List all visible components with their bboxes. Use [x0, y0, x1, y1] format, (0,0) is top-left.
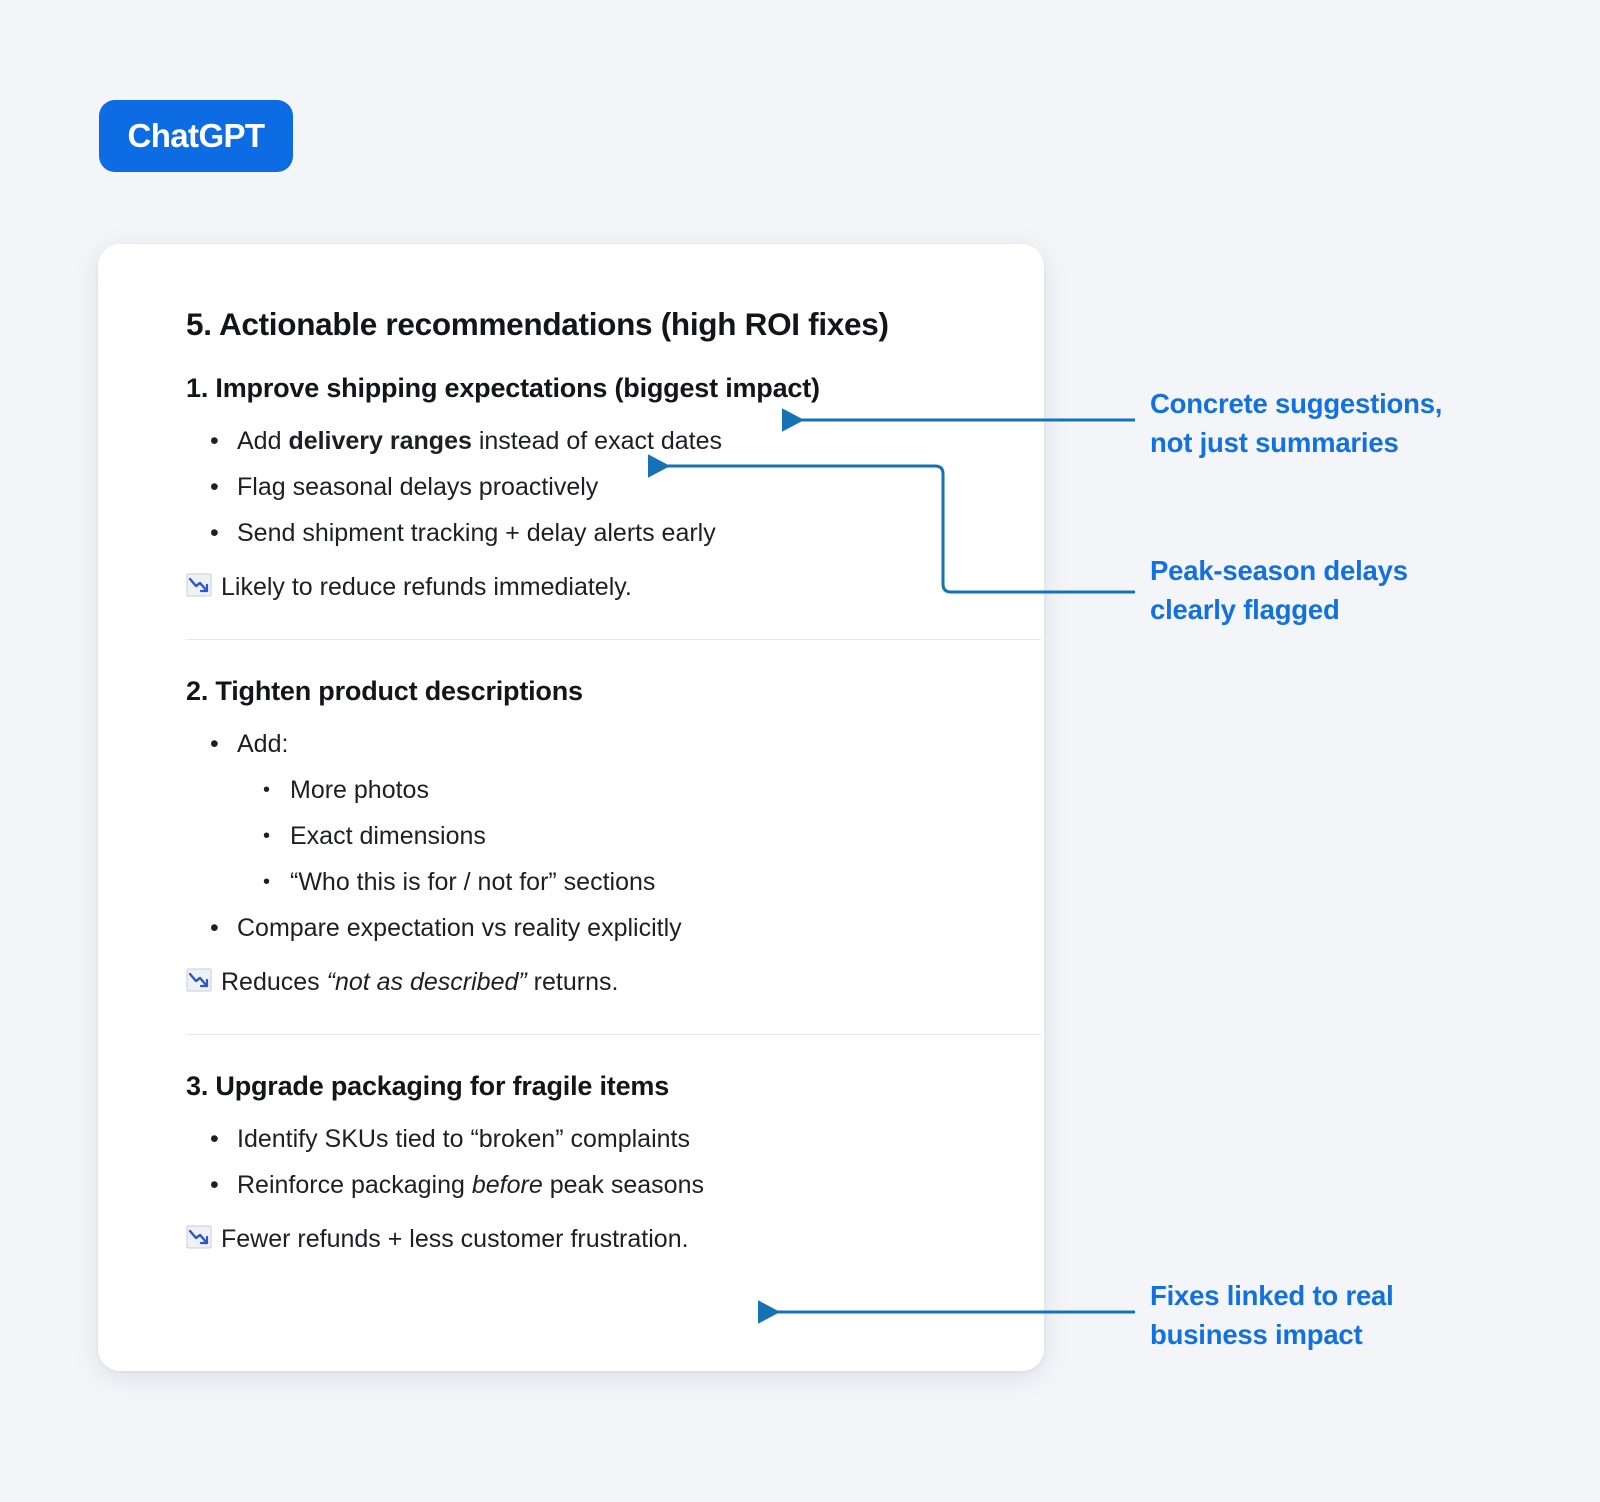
page-title: 5. Actionable recommendations (high ROI …	[186, 306, 889, 342]
section-3: 3. Upgrade packaging for fragile items •…	[186, 1071, 1044, 1255]
list-item: • Flag seasonal delays proactively	[186, 464, 1044, 510]
list-item-text: Identify SKUs tied to “broken” complaint…	[237, 1125, 690, 1153]
bullet-dot-icon: •	[263, 825, 271, 847]
annotation-business-impact: Fixes linked to real business impact	[1150, 1280, 1394, 1350]
list-item: • Send shipment tracking + delay alerts …	[186, 510, 1044, 556]
section-1-heading: 1. Improve shipping expectations (bigges…	[186, 373, 820, 403]
annotation-peak-season-delays: Peak-season delays clearly flagged	[1150, 555, 1408, 625]
list-item: • Identify SKUs tied to “broken” complai…	[186, 1116, 1044, 1162]
bullet-dot-icon: •	[210, 427, 219, 455]
chart-decreasing-icon	[186, 967, 212, 998]
list-item: • Add:	[186, 721, 1044, 767]
list-item: • Exact dimensions	[186, 813, 1044, 859]
section-1: 1. Improve shipping expectations (bigges…	[186, 373, 1044, 640]
list-item: • Compare expectation vs reality explici…	[186, 905, 1044, 951]
list-item-text: More photos	[290, 776, 429, 804]
section-2-heading: 2. Tighten product descriptions	[186, 676, 583, 706]
bullet-dot-icon: •	[263, 871, 271, 893]
chatgpt-badge: ChatGPT	[99, 100, 293, 172]
section-2-note: Reduces “not as described” returns.	[186, 967, 1044, 998]
bullet-dot-icon: •	[210, 473, 219, 501]
recommendations-card: 5. Actionable recommendations (high ROI …	[98, 244, 1044, 1371]
bullet-dot-icon: •	[210, 1125, 219, 1153]
section-2: 2. Tighten product descriptions • Add: •…	[186, 676, 1044, 1035]
section-3-note-text: Fewer refunds + less customer frustratio…	[221, 1225, 689, 1253]
section-3-heading: 3. Upgrade packaging for fragile items	[186, 1071, 670, 1101]
list-item-text: “Who this is for / not for” sections	[290, 868, 656, 896]
bullet-dot-icon: •	[263, 779, 271, 801]
section-1-note-text: Likely to reduce refunds immediately.	[221, 573, 632, 601]
list-item: • “Who this is for / not for” sections	[186, 859, 1044, 905]
chatgpt-badge-label: ChatGPT	[127, 117, 266, 154]
list-item-text: Exact dimensions	[290, 822, 486, 850]
list-item-text: Add delivery ranges instead of exact dat…	[237, 427, 723, 455]
list-item-text: Add:	[237, 730, 289, 758]
annotation-concrete-suggestions: Concrete suggestions, not just summaries	[1150, 388, 1443, 458]
bullet-dot-icon: •	[210, 1171, 219, 1199]
bullet-dot-icon: •	[210, 730, 219, 758]
list-item-text: Compare expectation vs reality explicitl…	[237, 914, 682, 942]
section-3-note: Fewer refunds + less customer frustratio…	[186, 1224, 1044, 1255]
section-divider	[186, 1034, 1041, 1035]
list-item: • More photos	[186, 767, 1044, 813]
list-item-text: Flag seasonal delays proactively	[237, 473, 599, 501]
bullet-dot-icon: •	[210, 519, 219, 547]
section-divider	[186, 639, 1041, 640]
bullet-dot-icon: •	[210, 914, 219, 942]
section-1-note: Likely to reduce refunds immediately.	[186, 572, 1044, 603]
section-2-note-text: Reduces “not as described” returns.	[221, 968, 619, 996]
list-item-text: Send shipment tracking + delay alerts ea…	[237, 519, 716, 547]
list-item-text: Reinforce packaging before peak seasons	[237, 1171, 704, 1199]
list-item: • Reinforce packaging before peak season…	[186, 1162, 1044, 1208]
chart-decreasing-icon	[186, 1224, 212, 1255]
list-item: • Add delivery ranges instead of exact d…	[186, 418, 1044, 464]
chart-decreasing-icon	[186, 572, 212, 603]
